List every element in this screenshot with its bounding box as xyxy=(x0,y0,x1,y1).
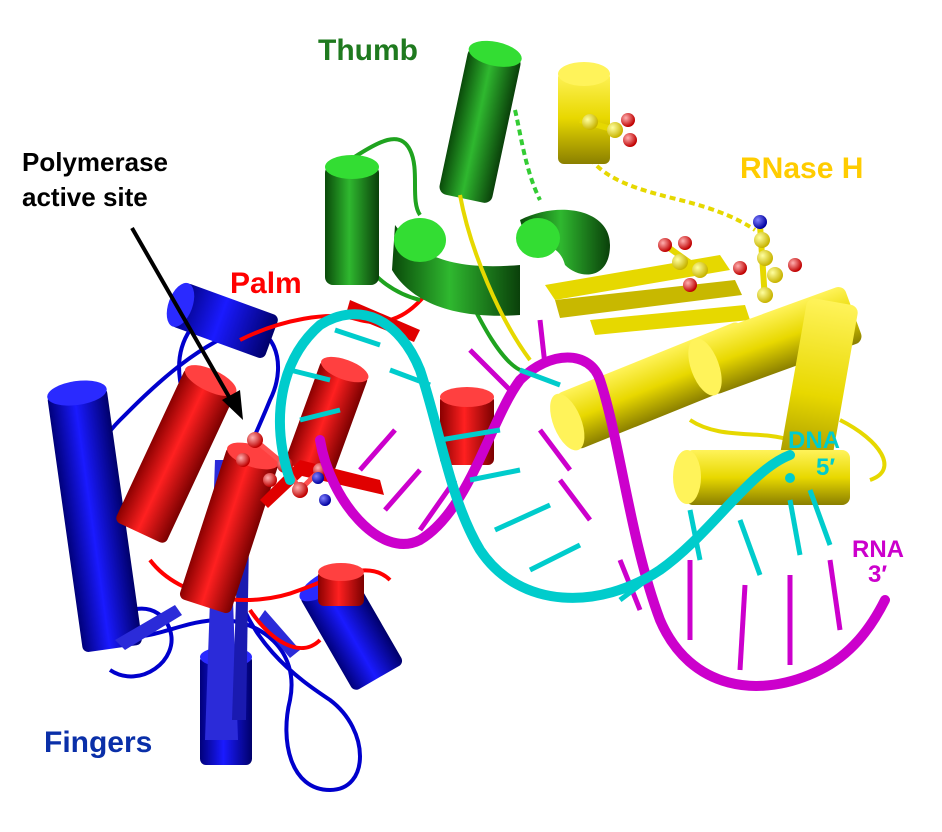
rnase-h-strand xyxy=(590,305,750,335)
thumb-helix xyxy=(325,155,379,285)
palm-helix xyxy=(179,442,279,613)
label-rna: RNA xyxy=(852,536,904,563)
fingers-helix xyxy=(166,282,278,358)
thumb-loop xyxy=(513,109,542,201)
palm-loop xyxy=(248,608,322,651)
rnase-h-loop xyxy=(583,149,757,232)
label-rna-3prime: 3′ xyxy=(868,561,887,588)
label-fingers: Fingers xyxy=(44,726,152,759)
thumb-domain xyxy=(325,40,610,372)
dna-strand xyxy=(275,309,833,603)
fingers-loop xyxy=(72,326,362,793)
rnase-h-active-site-residues xyxy=(579,113,802,303)
fingers-helix xyxy=(47,380,142,652)
rnase-h-loop xyxy=(839,418,887,482)
fingers-strand xyxy=(115,605,182,650)
palm-helix xyxy=(285,356,369,478)
palm-loop xyxy=(239,288,432,342)
rnase-h-loop xyxy=(458,194,532,362)
rnase-h-loop xyxy=(688,418,791,442)
label-polymerase-line2: active site xyxy=(22,182,148,212)
label-dna: DNA xyxy=(788,427,840,454)
rnase-h-helix xyxy=(558,62,610,164)
palm-helix xyxy=(318,563,364,606)
rnase-h-helix xyxy=(776,298,858,493)
dna-5prime-end xyxy=(785,473,795,483)
rna-backbone xyxy=(315,352,890,691)
label-rnase-h: RNase H xyxy=(740,152,863,185)
palm-domain xyxy=(116,288,494,651)
label-polymerase-line1: Polymerase xyxy=(22,147,168,177)
thumb-helix-cap xyxy=(394,218,446,262)
thumb-helix xyxy=(392,225,520,316)
label-palm: Palm xyxy=(230,267,302,300)
label-thumb: Thumb xyxy=(318,34,418,67)
dna-backbone xyxy=(275,309,795,603)
label-dna-5prime: 5′ xyxy=(816,454,835,481)
thumb-helix xyxy=(439,40,522,203)
rna-strand xyxy=(315,319,890,691)
active-site-pointer-arrow xyxy=(130,227,243,420)
thumb-loop xyxy=(348,137,422,217)
thumb-helix-cap xyxy=(516,218,560,258)
